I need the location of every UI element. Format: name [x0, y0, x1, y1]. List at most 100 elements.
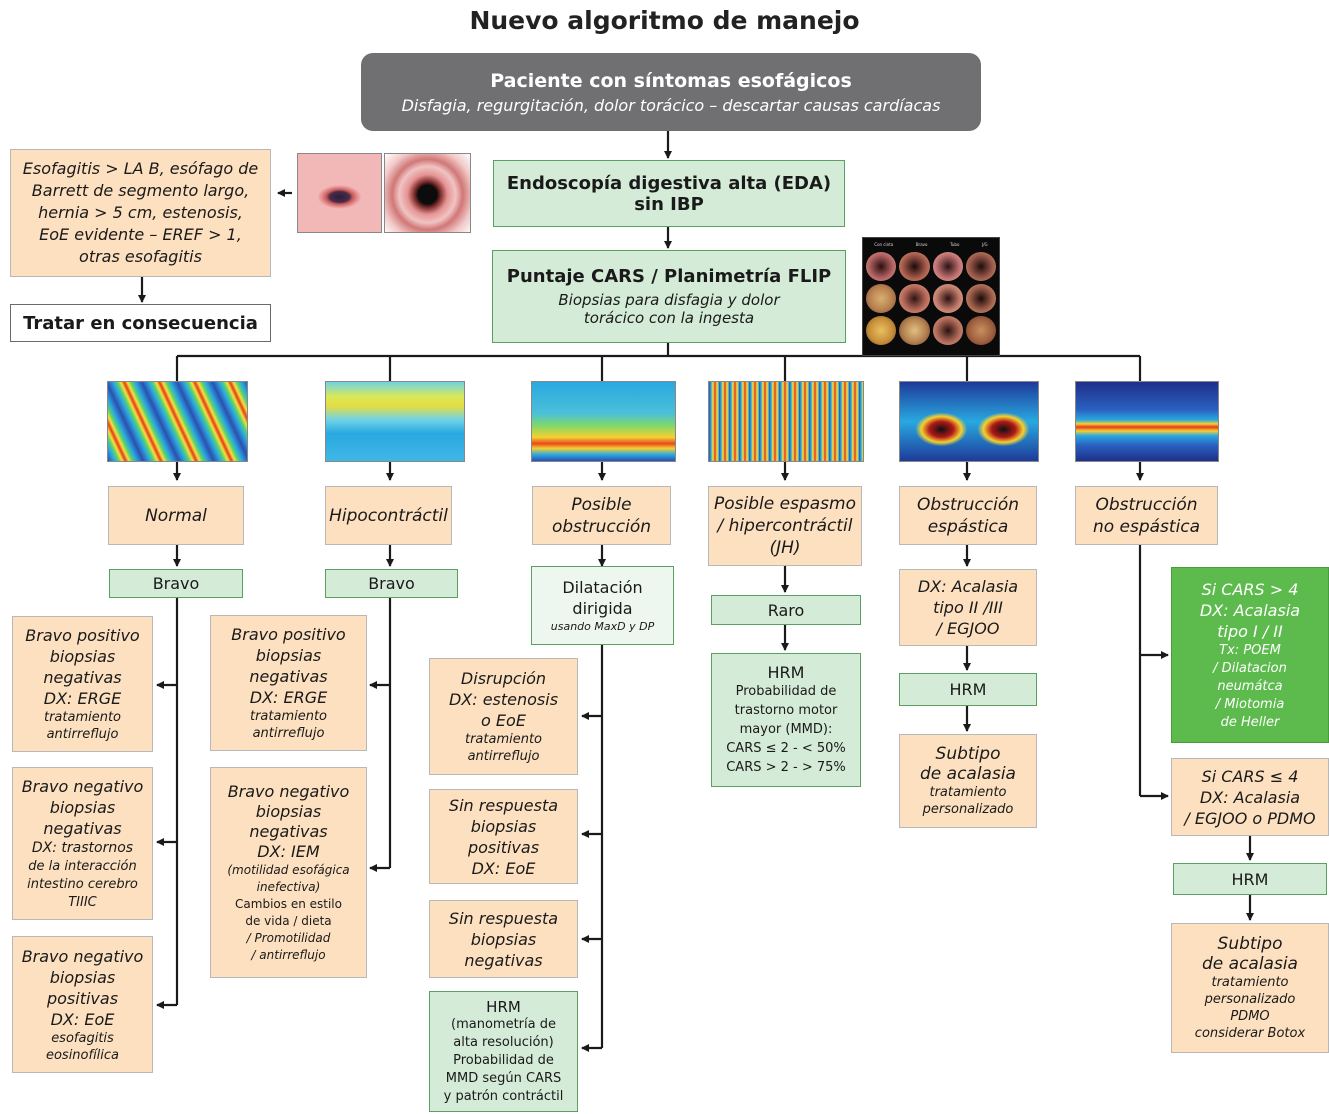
bravo-positivo-box-col1: Bravo positivo biopsias negativas DX: ER… — [12, 616, 153, 752]
pattern-line: Posible espasmo — [714, 494, 856, 514]
box-small-line: / Dilatacion — [1213, 660, 1287, 676]
box-small-line: y patrón contráctil — [443, 1088, 564, 1104]
si-cars-mayor-4-box: Si CARS > 4 DX: Acalasia tipo I / II Tx:… — [1171, 567, 1329, 743]
box-small-line: MMD según CARS — [445, 1070, 562, 1086]
endoscopy-collage: Con cinta Bravo Tubo J/G — [862, 237, 1000, 356]
pattern-obstruccion-no-espastica-box: Obstrucción no espástica — [1075, 486, 1218, 545]
pattern-line: Obstrucción — [916, 494, 1020, 515]
box-line: Subtipo — [935, 744, 1001, 764]
box-small-line: intestino cerebro — [27, 876, 138, 892]
box-line: DX: ERGE — [43, 689, 122, 708]
pattern-hipocontractil-box: Hipocontráctil — [325, 486, 452, 545]
pattern-line: obstrucción — [551, 516, 652, 537]
box-small-line: eosinofílica — [45, 1047, 120, 1063]
box-small-line: / Promotilidad — [246, 930, 331, 945]
eda-box: Endoscopía digestiva alta (EDA) sin IBP — [493, 160, 845, 227]
box-line: biopsias — [255, 801, 322, 821]
diagram-title: Nuevo algoritmo de manejo — [469, 6, 860, 35]
box-line: / EGJOO o PDMO — [1184, 808, 1316, 828]
box-small-line: CARS ≤ 2 - < 50% — [726, 741, 846, 756]
hrm-box-col6: HRM — [1173, 863, 1327, 895]
hrm-box-col5: HRM — [899, 673, 1037, 706]
box-small-line: inefectiva) — [256, 879, 321, 894]
tratar-box: Tratar en consecuencia — [10, 304, 271, 342]
box-small-line: considerar Botox — [1194, 1026, 1306, 1041]
box-small-line: de Heller — [1220, 714, 1280, 730]
cars-line: Biopsias para disfagia y dolor — [558, 291, 780, 309]
box-small-line: antirreflujo — [467, 749, 540, 764]
bravo-box-col2: Bravo — [325, 569, 458, 598]
box-line: o EoE — [481, 711, 526, 730]
pattern-hipocontractil-label: Hipocontráctil — [329, 505, 448, 526]
box-small-line: Probabilidad de — [453, 1052, 554, 1068]
box-small-line: neumátca — [1217, 678, 1283, 694]
box-line: biopsias — [49, 967, 116, 987]
box-line: negativas — [43, 668, 122, 687]
hrm-image-obstruccion-no-espastica — [1075, 381, 1219, 462]
box-line: DX: estenosis — [448, 690, 559, 709]
box-small-line: personalizado — [922, 802, 1014, 817]
box-line: Subtipo — [1217, 934, 1283, 954]
bravo-label: Bravo — [368, 574, 415, 593]
box-line: Si CARS ≤ 4 — [1201, 766, 1299, 786]
esofagitis-line: hernia > 5 cm, estenosis, — [38, 203, 243, 222]
box-small-line: Probabilidad de — [735, 684, 837, 699]
collage-label: Bravo — [915, 241, 928, 247]
box-line: DX: Acalasia — [1199, 600, 1301, 620]
box-small-line: tratamiento — [43, 710, 122, 725]
pattern-normal-box: Normal — [108, 486, 244, 545]
box-line: Si CARS > 4 — [1201, 579, 1299, 599]
hrm-image-posible-obstruccion — [531, 381, 676, 462]
box-line: Sin respuesta — [448, 795, 559, 815]
sin-respuesta-positivas-box: Sin respuesta biopsias positivas DX: EoE — [429, 789, 578, 884]
box-line: DX: ERGE — [249, 688, 328, 707]
pattern-posible-obstruccion-box: Posible obstrucción — [532, 486, 671, 545]
pattern-obstruccion-espastica-box: Obstrucción espástica — [899, 486, 1037, 545]
pattern-line: no espástica — [1092, 516, 1201, 537]
endoscopy-image-stenosis — [384, 153, 471, 233]
box-line: negativas — [249, 821, 328, 841]
dilatacion-box: Dilatación dirigida usando MaxD y DP — [531, 566, 674, 645]
box-line: HRM — [486, 997, 521, 1016]
cars-line: torácico con la ingesta — [583, 309, 755, 327]
box-small-line: / antirreflujo — [251, 947, 326, 962]
pattern-line: Posible — [571, 494, 632, 515]
box-small-line: DX: trastornos — [31, 839, 134, 856]
esofagitis-line: Barrett de segmento largo, — [31, 181, 250, 200]
bravo-positivo-box-col2: Bravo positivo biopsias negativas DX: ER… — [210, 615, 367, 751]
box-small-line: de la interacción — [28, 858, 137, 874]
patient-symptoms-title: Paciente con síntomas esofágicos — [490, 69, 852, 92]
patient-symptoms-box: Paciente con síntomas esofágicos Disfagi… — [361, 53, 981, 131]
hrm-label: HRM — [1231, 869, 1269, 889]
hrm-image-hipocontractil — [325, 381, 465, 462]
pattern-line: espástica — [927, 516, 1009, 537]
box-small-line: tratamiento — [929, 785, 1007, 800]
esofagitis-line: Esofagitis > LA B, esófago de — [22, 159, 259, 178]
raro-label: Raro — [767, 600, 805, 620]
patient-symptoms-subtitle: Disfagia, regurgitación, dolor torácico … — [401, 95, 941, 115]
box-line: DX: Acalasia — [917, 577, 1019, 596]
box-small-line: Cambios en estilo — [235, 896, 342, 911]
hrm-box-col4: HRM Probabilidad de trastorno motor mayo… — [711, 653, 861, 787]
box-line: biopsias — [470, 816, 537, 836]
box-small-line: usando MaxD y DP — [550, 619, 655, 633]
box-line: tipo II /III — [933, 598, 1003, 617]
box-small-line: trastorno motor — [734, 703, 838, 718]
box-small-line: / Miotomia — [1215, 696, 1285, 712]
box-line: HRM — [767, 663, 805, 682]
esofagitis-line: otras esofagitis — [79, 247, 202, 266]
bravo-negativo-box-col2: Bravo negativo biopsias negativas DX: IE… — [210, 767, 367, 978]
box-line: tipo I / II — [1217, 621, 1283, 641]
box-small-line: personalizado — [1204, 992, 1296, 1007]
box-small-line: tratamiento — [464, 732, 543, 747]
subtipo-box-col5: Subtipo de acalasia tratamiento personal… — [899, 734, 1037, 828]
disrupcion-box: Disrupción DX: estenosis o EoE tratamien… — [429, 658, 578, 775]
box-small-line: tratamiento — [1211, 975, 1289, 990]
hrm-image-obstruccion-espastica — [899, 381, 1039, 462]
collage-label: J/G — [982, 241, 988, 247]
hrm-box-col3: HRM (manometría de alta resolución) Prob… — [429, 991, 578, 1112]
box-line: Dilatación — [562, 577, 643, 597]
box-line: biopsias — [470, 929, 537, 949]
subtipo-box-col6: Subtipo de acalasia tratamiento personal… — [1171, 923, 1329, 1053]
